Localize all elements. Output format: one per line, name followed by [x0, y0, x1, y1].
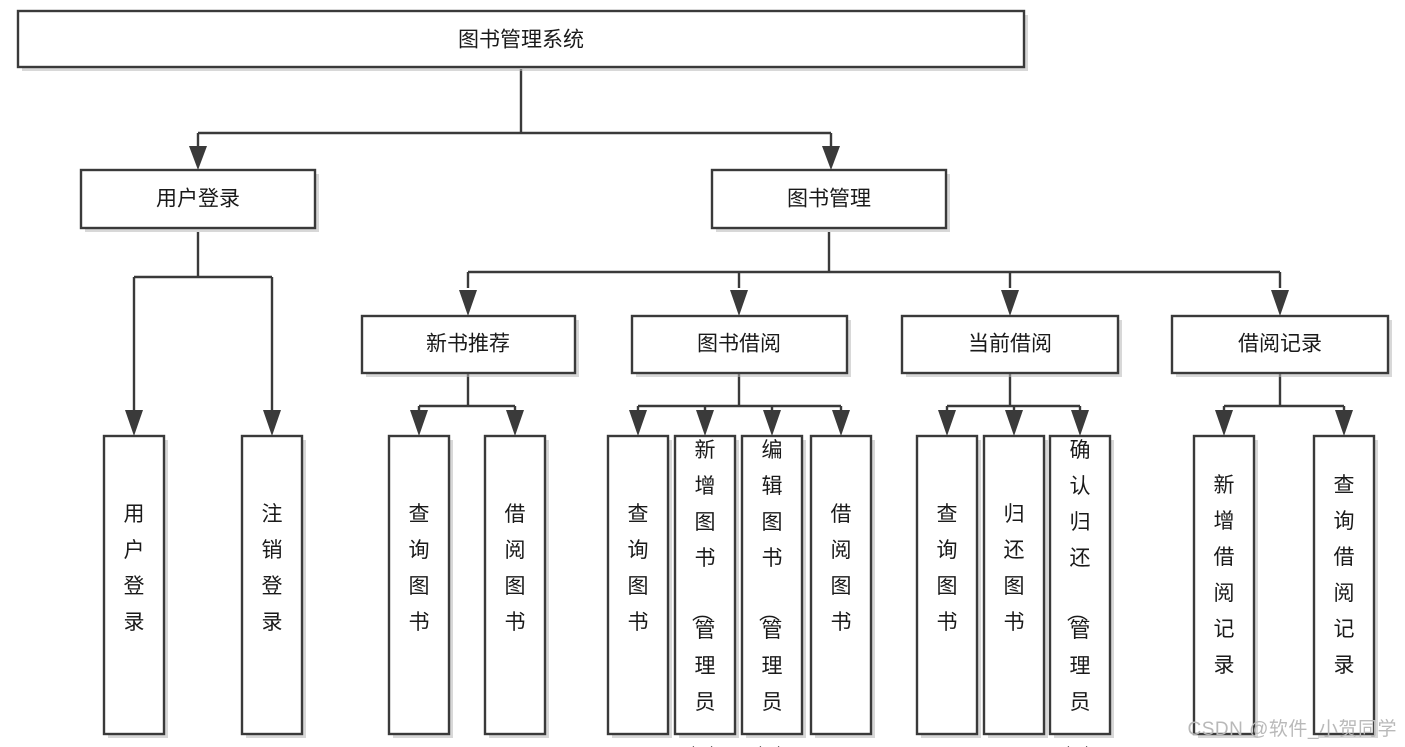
node-leaf-query-record[interactable]: 查询借阅记录 [1312, 434, 1378, 738]
node-leaf-user-login[interactable]: 用户登录 [102, 434, 168, 738]
leaf-query-book-1-label: 查询图书 [409, 503, 430, 634]
user-login-box[interactable] [79, 168, 317, 230]
root-box[interactable] [16, 9, 1026, 69]
current-borrow-box[interactable] [900, 314, 1120, 375]
arrow-to-leaf-return-book [1005, 410, 1023, 436]
leaf-user-login-box[interactable] [102, 434, 166, 736]
leaf-add-book-label: 新增图书（管理员） [690, 439, 716, 747]
node-leaf-logout[interactable]: 注销登录 [240, 434, 306, 738]
root-label: 图书管理系统 [458, 29, 584, 52]
node-leaf-edit-book[interactable]: 编辑图书（管理员） [740, 434, 806, 747]
leaf-query-book-1-box[interactable] [387, 434, 451, 736]
leaf-query-book-2-box[interactable] [606, 434, 670, 736]
node-leaf-borrow-book-1[interactable]: 借阅图书 [483, 434, 549, 738]
arrow-to-leaf-query-book-3 [938, 410, 956, 436]
leaf-user-login-label: 用户登录 [124, 503, 145, 634]
leaf-confirm-return-label: 确认归还（管理员） [1065, 439, 1091, 747]
leaf-query-book-3-label: 查询图书 [937, 503, 958, 634]
book-manage-box[interactable] [710, 168, 948, 230]
borrow-record-box[interactable] [1170, 314, 1390, 375]
node-leaf-query-book-1[interactable]: 查询图书 [387, 434, 453, 738]
book-borrow-label: 图书借阅 [697, 333, 781, 356]
book-manage-label: 图书管理 [787, 188, 871, 211]
node-book-borrow[interactable]: 图书借阅 [630, 314, 851, 377]
leaf-query-book-2-label: 查询图书 [628, 503, 649, 634]
arrow-to-current-borrow [1001, 290, 1019, 316]
leaf-edit-book-label: 编辑图书（管理员） [757, 439, 783, 747]
arrow-to-leaf-query-book-1 [410, 410, 428, 436]
leaf-borrow-book-2-label: 借阅图书 [831, 503, 852, 634]
node-book-manage[interactable]: 图书管理 [710, 168, 950, 232]
arrow-to-leaf-query-book-2 [629, 410, 647, 436]
arrow-to-leaf-add-book [696, 410, 714, 436]
arrow-to-leaf-add-record [1215, 410, 1233, 436]
node-leaf-query-book-2[interactable]: 查询图书 [606, 434, 672, 738]
user-login-label: 用户登录 [156, 188, 240, 211]
arrow-to-leaf-confirm-return [1071, 410, 1089, 436]
leaf-query-book-3-box[interactable] [915, 434, 979, 736]
leaf-edit-book-box[interactable] [740, 434, 804, 736]
node-borrow-record[interactable]: 借阅记录 [1170, 314, 1392, 377]
leaf-return-book-box[interactable] [982, 434, 1046, 736]
connector-root-trunk [196, 69, 833, 152]
node-user-login[interactable]: 用户登录 [79, 168, 319, 232]
arrow-to-user-login [189, 146, 207, 170]
node-leaf-borrow-book-2[interactable]: 借阅图书 [809, 434, 875, 738]
leaf-return-book-label: 归还图书 [1004, 503, 1025, 634]
arrow-to-new-book-recommend [459, 290, 477, 316]
current-borrow-label: 当前借阅 [968, 333, 1052, 356]
arrow-to-borrow-record [1271, 290, 1289, 316]
new-book-recommend-label: 新书推荐 [426, 333, 510, 356]
arrow-to-leaf-borrow-book-1 [506, 410, 524, 436]
leaf-logout-box[interactable] [240, 434, 304, 736]
new-book-recommend-box[interactable] [360, 314, 577, 375]
leaf-logout-label: 注销登录 [262, 503, 283, 634]
connector-layer [125, 69, 1353, 436]
leaf-add-record-label: 新增借阅记录 [1214, 474, 1235, 677]
connector-new-book-branch [417, 373, 517, 412]
node-root[interactable]: 图书管理系统 [16, 9, 1028, 71]
node-leaf-query-book-3[interactable]: 查询图书 [915, 434, 981, 738]
connector-book-manage-branch [466, 232, 1282, 288]
arrow-to-book-borrow [730, 290, 748, 316]
node-leaf-return-book[interactable]: 归还图书 [982, 434, 1048, 738]
node-leaf-confirm-return[interactable]: 确认归还（管理员） [1048, 434, 1114, 747]
node-leaf-add-book[interactable]: 新增图书（管理员） [673, 434, 739, 747]
arrow-to-leaf-edit-book [763, 410, 781, 436]
book-borrow-box[interactable] [630, 314, 849, 375]
node-new-book-recommend[interactable]: 新书推荐 [360, 314, 579, 377]
arrow-to-book-manage [822, 146, 840, 170]
node-current-borrow[interactable]: 当前借阅 [900, 314, 1122, 377]
leaf-borrow-book-1-box[interactable] [483, 434, 547, 736]
leaf-query-record-label: 查询借阅记录 [1334, 474, 1355, 677]
connector-borrow-record-branch [1222, 373, 1346, 412]
leaf-add-book-box[interactable] [673, 434, 737, 736]
connector-user-login-branch [132, 232, 274, 410]
arrow-to-leaf-query-record [1335, 410, 1353, 436]
arrow-to-leaf-user-login [125, 410, 143, 436]
leaf-borrow-book-1-label: 借阅图书 [505, 503, 526, 634]
connector-current-borrow-branch [945, 373, 1082, 412]
leaf-confirm-return-box[interactable] [1048, 434, 1112, 736]
borrow-record-label: 借阅记录 [1238, 333, 1322, 356]
connector-book-borrow-branch [636, 373, 843, 412]
node-leaf-add-record[interactable]: 新增借阅记录 [1192, 434, 1258, 738]
arrow-to-leaf-borrow-book-2 [832, 410, 850, 436]
csdn-watermark: CSDN @软件_小贺同学 [1187, 719, 1397, 740]
leaf-add-record-box[interactable] [1192, 434, 1256, 736]
arrow-to-leaf-logout [263, 410, 281, 436]
leaf-query-record-box[interactable] [1312, 434, 1376, 736]
leaf-borrow-book-2-box[interactable] [809, 434, 873, 736]
